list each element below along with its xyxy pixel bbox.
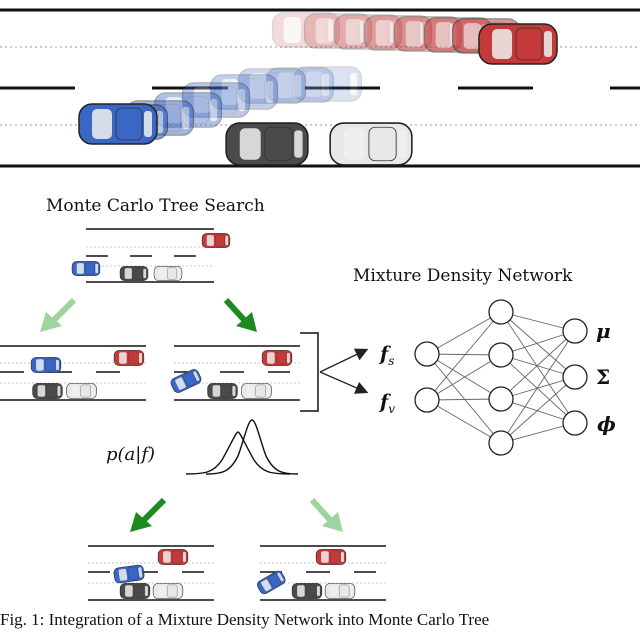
nn-connection xyxy=(500,311,576,424)
nn-connection xyxy=(500,311,576,332)
nn-input-node xyxy=(414,341,440,367)
nn-connection xyxy=(500,398,576,424)
nn-input-node xyxy=(414,387,440,413)
nn-connection xyxy=(500,354,576,424)
nn-connection xyxy=(500,311,576,378)
feature-state-subscript: s xyxy=(388,354,394,368)
nn-hidden-node xyxy=(488,342,514,368)
lower-tree-arrows xyxy=(130,497,343,532)
policy-label: p(a|f) xyxy=(106,444,155,465)
nn-hidden-node xyxy=(488,430,514,456)
nn-output-node xyxy=(562,410,588,436)
figure-caption: Fig. 1: Integration of a Mixture Density… xyxy=(0,610,490,629)
mcts-grandchild-left-scene xyxy=(88,545,214,601)
feature-vehicle-subscript: v xyxy=(388,402,395,416)
nn-connection xyxy=(426,353,502,444)
nn-connection xyxy=(500,422,576,444)
red-car xyxy=(478,23,558,65)
dark-car xyxy=(225,122,309,166)
nn-hidden-node xyxy=(488,299,514,325)
mcts-child-left-scene xyxy=(0,345,146,401)
neural-network xyxy=(414,299,588,456)
svg-text:fs: fs xyxy=(378,343,394,368)
mcts-child-right-scene xyxy=(169,345,300,401)
output-mu-label: μ xyxy=(596,319,611,343)
arrow-left-light xyxy=(49,297,77,325)
output-sigma-label: Σ xyxy=(596,365,610,389)
arrow-right-dark xyxy=(223,297,249,325)
nn-connection xyxy=(500,376,576,400)
nn-hidden-node xyxy=(488,386,514,412)
mcts-grandchild-right-scene xyxy=(255,545,386,601)
state-bracket xyxy=(300,332,319,412)
nn-connection xyxy=(426,354,502,401)
nn-connection xyxy=(500,376,576,444)
top-road-scene xyxy=(0,8,640,168)
blue-car-trajectory xyxy=(78,66,363,145)
nn-connection xyxy=(426,399,502,444)
nn-connection xyxy=(426,353,502,400)
mdn-title: Mixture Density Network xyxy=(353,266,573,286)
arrow-left-dark xyxy=(139,497,167,525)
nn-connection xyxy=(500,330,576,444)
nn-connection xyxy=(426,311,502,355)
feature-arrows xyxy=(319,348,369,394)
output-phi-label: ϕ xyxy=(597,412,616,436)
blue-car xyxy=(78,103,158,145)
gaussian-curves xyxy=(185,419,299,475)
nn-connection xyxy=(426,311,502,401)
feature-state-label: f xyxy=(378,343,391,365)
nn-connection xyxy=(500,330,576,356)
nn-output-node xyxy=(562,364,588,390)
arrow-right-light xyxy=(309,497,335,525)
white-car xyxy=(329,122,413,166)
mcts-mdn-figure: Monte Carlo Tree Search xyxy=(0,8,640,601)
nn-connection xyxy=(500,330,576,400)
nn-output-node xyxy=(562,318,588,344)
red-car-trajectory xyxy=(271,12,558,65)
tree-arrows xyxy=(40,297,257,332)
feature-vehicle-label: f xyxy=(378,391,391,413)
mcts-title: Monte Carlo Tree Search xyxy=(46,196,265,216)
nn-connection xyxy=(500,354,576,378)
mcts-root-scene xyxy=(71,228,231,283)
svg-text:fv: fv xyxy=(378,391,395,416)
